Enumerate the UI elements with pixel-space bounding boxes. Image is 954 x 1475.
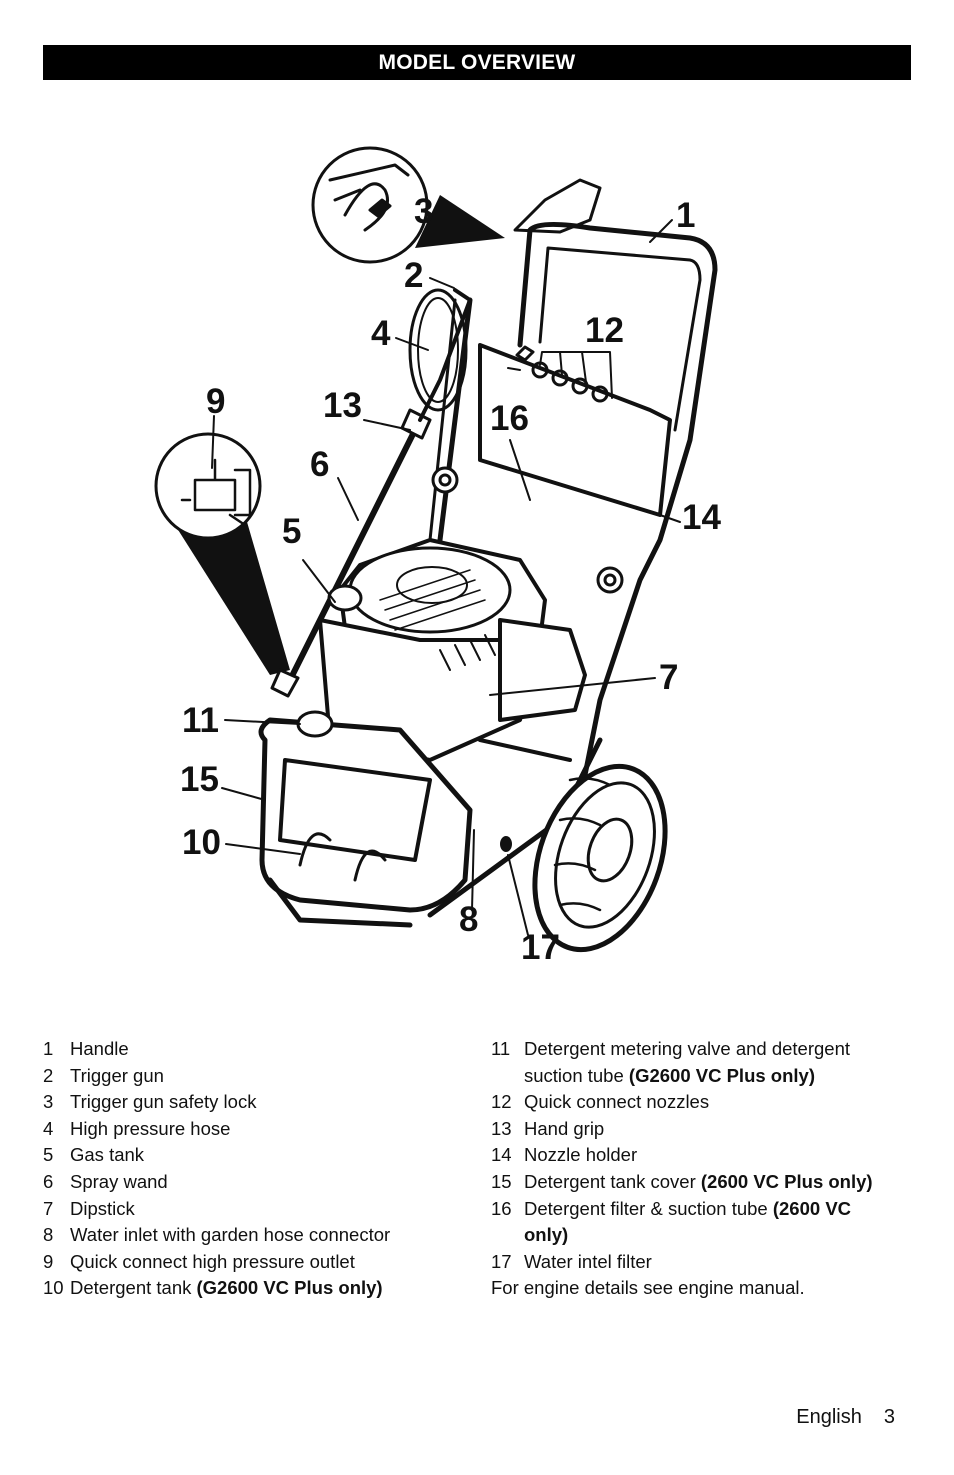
- legend-item: 5 Gas tank: [43, 1142, 463, 1169]
- legend-item-label: High pressure hose: [70, 1117, 231, 1139]
- legend-item-text: Trigger gun: [70, 1063, 463, 1090]
- legend-item: 15 Detergent tank cover (2600 VC Plus onl…: [491, 1169, 891, 1196]
- legend-item: 13 Hand grip: [491, 1116, 891, 1143]
- legend-item: 9 Quick connect high pressure outlet: [43, 1249, 463, 1276]
- legend-item-label: Spray wand: [70, 1170, 168, 1192]
- legend-item-text: Hand grip: [524, 1116, 891, 1143]
- legend-item-text: Detergent tank (G2600 VC Plus only): [70, 1275, 463, 1302]
- legend-item-label: Quick connect high pressure outlet: [70, 1250, 355, 1272]
- legend-item: 4 High pressure hose: [43, 1116, 463, 1143]
- legend-item-text: Water inlet with garden hose connector: [70, 1222, 463, 1249]
- parts-legend-left: 1 Handle 2 Trigger gun 3 Trigger gun safety l…: [43, 1036, 463, 1302]
- callout-13: 13: [323, 386, 362, 425]
- legend-item-number: 12: [491, 1091, 512, 1113]
- callout-12: 12: [585, 311, 624, 350]
- legend-item-number: 8: [43, 1224, 54, 1246]
- legend-item-text: Quick connect high pressure outlet: [70, 1249, 463, 1276]
- legend-item-model-note: (2600 VC Plus only): [700, 1170, 873, 1192]
- callout-7: 7: [659, 658, 679, 697]
- pressure-washer-diagram: 1 2 3 4 5 6 7 8 9 10 11 12 13 14 15 16 1…: [0, 120, 954, 1000]
- legend-item-label: Quick connect nozzles: [524, 1091, 710, 1113]
- legend-item: 11 Detergent metering valve and detergent…: [491, 1036, 891, 1089]
- legend-item-text: Water intel filter: [524, 1249, 891, 1276]
- parts-legend-right: 11 Detergent metering valve and detergent…: [491, 1036, 891, 1302]
- legend-item-number: 2: [43, 1064, 54, 1086]
- legend-item-label: Water inlet with garden hose connector: [70, 1224, 391, 1246]
- legend-item-number: 17: [491, 1250, 512, 1272]
- legend-item: 17 Water intel filter: [491, 1249, 891, 1276]
- legend-item-text: High pressure hose: [70, 1116, 463, 1143]
- page-title: MODEL OVERVIEW: [43, 45, 911, 80]
- legend-item-label: Trigger gun safety lock: [70, 1091, 257, 1113]
- legend-item-number: 1: [43, 1038, 54, 1059]
- legend-item-number: 15: [491, 1170, 512, 1192]
- callout-2: 2: [404, 256, 424, 295]
- legend-item-text: Dipstick: [70, 1196, 463, 1223]
- legend-item-text: Detergent tank cover (2600 VC Plus only): [524, 1169, 891, 1196]
- callout-8: 8: [459, 900, 479, 939]
- legend-item: 10 Detergent tank (G2600 VC Plus only): [43, 1275, 463, 1302]
- legend-item-number: 6: [43, 1170, 54, 1192]
- legend-item-label: Detergent filter & suction tube: [524, 1197, 773, 1219]
- legend-item: 2 Trigger gun: [43, 1063, 463, 1090]
- legend-item-number: 10: [43, 1277, 64, 1299]
- legend-item-model-note: (2600 VC only): [524, 1197, 852, 1246]
- legend-item-number: 4: [43, 1117, 54, 1139]
- callout-3: 3: [414, 192, 434, 231]
- callout-11: 11: [182, 701, 219, 740]
- page-number: 3: [883, 1406, 895, 1428]
- callout-15: 15: [180, 760, 219, 799]
- callout-16: 16: [490, 399, 529, 438]
- legend-item-text: Quick connect nozzles: [524, 1089, 891, 1116]
- legend-item-label: Nozzle holder: [524, 1144, 638, 1166]
- footer-language: English: [796, 1406, 862, 1428]
- legend-item-number: 5: [43, 1144, 54, 1166]
- legend-item: 7 Dipstick: [43, 1196, 463, 1223]
- legend-item-text: Spray wand: [70, 1169, 463, 1196]
- legend-item: 16 Detergent filter & suction tube (2600 …: [491, 1196, 891, 1249]
- legend-item-label: Detergent tank cover: [524, 1170, 701, 1192]
- legend-item-text: Detergent filter & suction tube (2600 VC…: [524, 1196, 891, 1249]
- legend-item-text: Trigger gun safety lock: [70, 1089, 463, 1116]
- callout-14: 14: [682, 498, 721, 537]
- legend-item-label: Handle: [70, 1038, 129, 1059]
- legend-item-text: Nozzle holder: [524, 1142, 891, 1169]
- legend-item: 1 Handle: [43, 1036, 463, 1063]
- legend-item-label: Gas tank: [70, 1144, 145, 1166]
- legend-item-text: Detergent metering valve and detergent s…: [524, 1036, 891, 1089]
- legend-item-number: 14: [491, 1144, 512, 1166]
- callout-1: 1: [676, 196, 696, 235]
- legend-item-label: Water intel filter: [524, 1250, 652, 1272]
- callout-10: 10: [182, 823, 221, 862]
- legend-item-number: 11: [491, 1038, 511, 1059]
- legend-item-number: 16: [491, 1197, 512, 1219]
- legend-item-number: 9: [43, 1250, 54, 1272]
- legend-item-number: 7: [43, 1197, 54, 1219]
- legend-item-model-note: (G2600 VC Plus only): [196, 1277, 383, 1299]
- callout-9: 9: [206, 382, 226, 421]
- legend-item: 12 Quick connect nozzles: [491, 1089, 891, 1116]
- legend-item-label: Trigger gun: [70, 1064, 164, 1086]
- legend-item-text: Gas tank: [70, 1142, 463, 1169]
- callout-5: 5: [282, 512, 302, 551]
- legend-item-label: Detergent metering valve and detergent s…: [524, 1038, 851, 1086]
- legend-item: 3 Trigger gun safety lock: [43, 1089, 463, 1116]
- legend-item: 14 Nozzle holder: [491, 1142, 891, 1169]
- pressure-washer-illustration: [154, 146, 718, 953]
- legend-item: 6 Spray wand: [43, 1169, 463, 1196]
- legend-item: 8 Water inlet with garden hose connector: [43, 1222, 463, 1249]
- legend-item-text: Handle: [70, 1036, 463, 1063]
- legend-item-number: 13: [491, 1117, 512, 1139]
- engine-note: For engine details see engine manual.: [491, 1277, 805, 1299]
- legend-item-label: Dipstick: [70, 1197, 135, 1219]
- legend-item-label: Hand grip: [524, 1117, 605, 1139]
- callout-17: 17: [521, 928, 560, 967]
- legend-item-label: Detergent tank: [70, 1277, 197, 1299]
- callout-6: 6: [310, 445, 330, 484]
- callout-4: 4: [371, 314, 391, 353]
- legend-item-model-note: (G2600 VC Plus only): [628, 1064, 815, 1086]
- page-footer: English 3: [796, 1406, 895, 1429]
- legend-item-number: 3: [43, 1091, 54, 1113]
